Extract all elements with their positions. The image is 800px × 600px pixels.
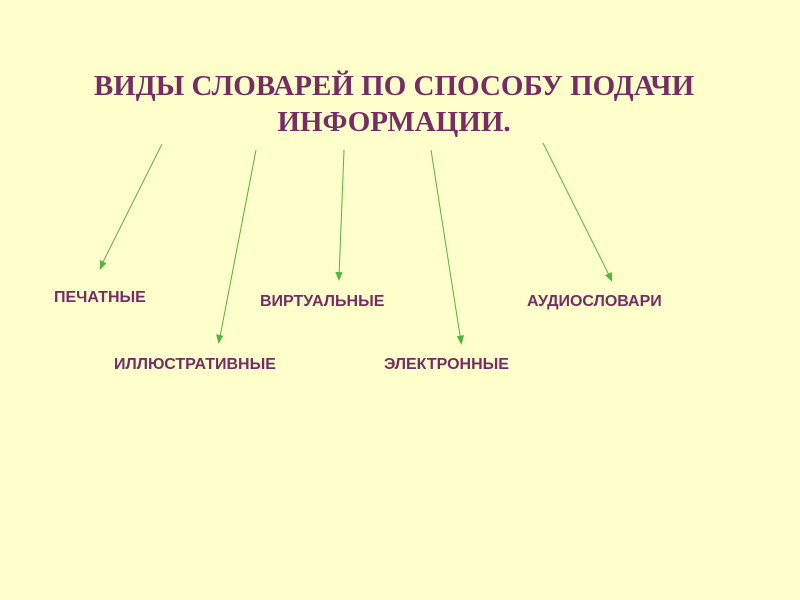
diagram-title: ВИДЫ СЛОВАРЕЙ ПО СПОСОБУ ПОДАЧИ ИНФОРМАЦ… <box>40 68 748 140</box>
label-audio: АУДИОСЛОВАРИ <box>527 293 662 310</box>
label-electronic: ЭЛЕКТРОННЫЕ <box>384 356 509 373</box>
title-line-1: ВИДЫ СЛОВАРЕЙ ПО СПОСОБУ ПОДАЧИ <box>93 70 695 102</box>
title-line-2: ИНФОРМАЦИИ. <box>277 106 511 138</box>
arrow-to-printed <box>99 143 163 270</box>
label-illustrative: ИЛЛЮСТРАТИВНЫЕ <box>114 356 276 373</box>
label-virtual: ВИРТУАЛЬНЫЕ <box>260 293 385 310</box>
arrow-to-electronic <box>430 149 465 345</box>
arrow-to-audio <box>542 142 613 282</box>
arrow-to-illustrative <box>216 149 257 344</box>
label-printed: ПЕЧАТНЫЕ <box>54 289 146 306</box>
arrow-to-virtual <box>335 149 345 281</box>
